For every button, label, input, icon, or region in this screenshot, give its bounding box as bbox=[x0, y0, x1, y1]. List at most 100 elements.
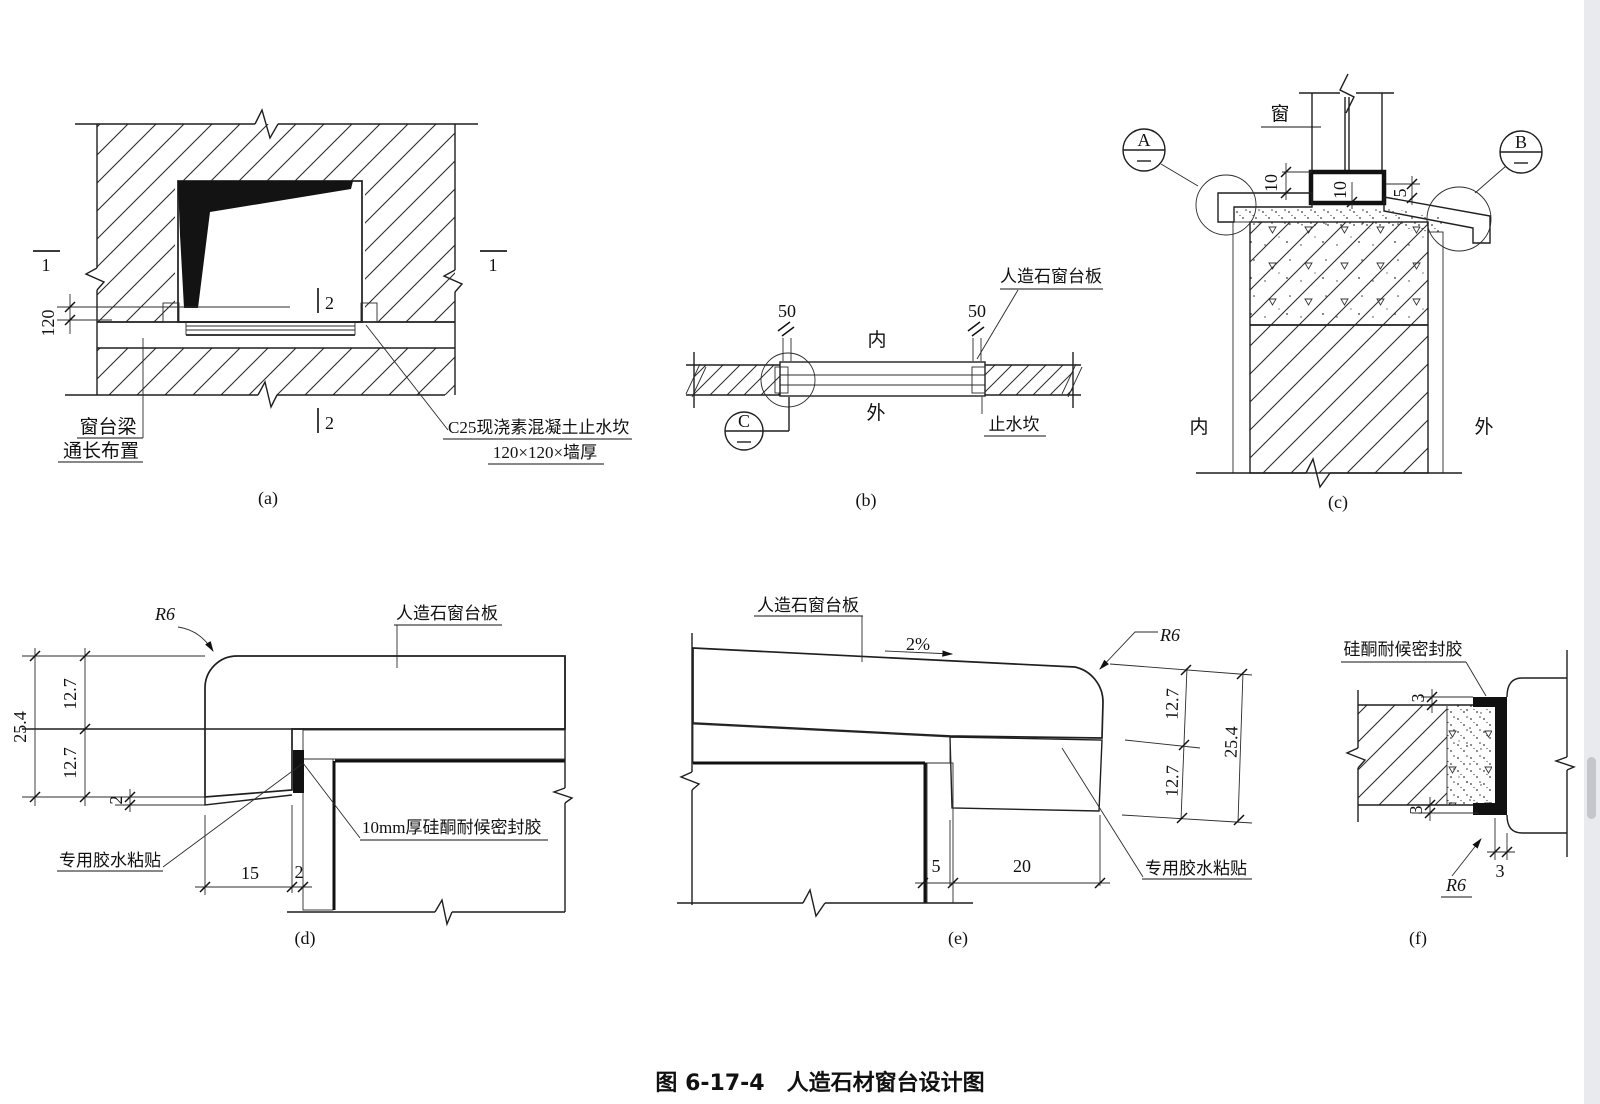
scrollbar-thumb[interactable] bbox=[1587, 757, 1596, 819]
e-dim-12-7-lower: 12.7 bbox=[1161, 765, 1182, 797]
c-window-label: 窗 bbox=[1261, 103, 1321, 128]
d-dim-2-bottom: 2 bbox=[295, 862, 304, 882]
figure-b-plan-section: C 50 50 内 外 止水坎 人造石窗台板 (b) bbox=[685, 267, 1103, 511]
e-slope-label: 2% bbox=[906, 634, 930, 654]
b-detail-ref-letter: C bbox=[738, 411, 750, 431]
d-dim-25-4: 25.4 bbox=[10, 711, 30, 743]
e-right-dims: 12.7 12.7 25.4 bbox=[1109, 663, 1253, 826]
f-dim-3-top: 3 bbox=[1408, 689, 1473, 713]
c-dim-10-left: 10 bbox=[1261, 163, 1312, 200]
e-board-label: 人造石窗台板 bbox=[754, 596, 863, 662]
e-glue-label: 专用胶水粘贴 bbox=[1061, 747, 1252, 880]
d-glue-label: 专用胶水粘贴 bbox=[57, 763, 303, 872]
a-beam-label-line1: 窗台梁 bbox=[79, 416, 136, 438]
f-dim-3-top-text: 3 bbox=[1408, 694, 1428, 703]
b-dim-50-left: 50 bbox=[777, 301, 796, 361]
b-detail-circle bbox=[760, 352, 816, 408]
e-caption: (e) bbox=[948, 928, 968, 949]
b-board-label-text: 人造石窗台板 bbox=[1000, 267, 1102, 286]
e-board-label-text: 人造石窗台板 bbox=[757, 596, 859, 615]
f-radius-label-text: R6 bbox=[1445, 875, 1466, 895]
d-board-label-text: 人造石窗台板 bbox=[396, 604, 498, 623]
f-dim-3-bottom-left: 3 bbox=[1406, 797, 1478, 821]
f-dim-3-bottom: 3 bbox=[1487, 818, 1515, 881]
b-dim-50-left-text: 50 bbox=[778, 301, 796, 321]
b-outside-label: 外 bbox=[866, 402, 885, 424]
a-section-marks: 1 1 2 2 bbox=[33, 250, 507, 433]
f-sealant-label: 硅酮耐候密封胶 bbox=[1341, 640, 1487, 697]
e-wall-and-mortar bbox=[677, 633, 973, 918]
figure-c-sill-vertical-section: 窗 A B bbox=[1122, 73, 1543, 513]
c-inside-label: 内 bbox=[1189, 416, 1208, 438]
d-dim-15: 15 bbox=[241, 863, 259, 883]
a-dim-120-assembly: 120 bbox=[38, 294, 290, 337]
figure-a-window-opening-section: 120 1 1 2 2 窗台梁 通长布置 C25现浇素混凝土止水坎 120×12… bbox=[33, 108, 632, 509]
c-dim-5-text: 5 bbox=[1390, 189, 1410, 198]
e-dim-5: 5 bbox=[932, 856, 941, 876]
c-outside-label: 外 bbox=[1474, 416, 1493, 438]
c-dim-10-mid: 10 bbox=[1330, 181, 1358, 209]
a-section-2-bottom: 2 bbox=[325, 413, 334, 433]
a-curb-label-line1: C25现浇素混凝土止水坎 bbox=[448, 418, 629, 437]
c-dim-5: 5 bbox=[1386, 176, 1420, 205]
b-curb-label: 止水坎 bbox=[981, 397, 1046, 437]
a-wall-hatch bbox=[97, 124, 455, 395]
a-section-2-top: 2 bbox=[325, 293, 334, 313]
figure-title: 图 6-17-4 人造石材窗台设计图 bbox=[655, 1070, 984, 1096]
scrollbar-track[interactable] bbox=[1584, 0, 1600, 1104]
c-detail-circle-a bbox=[1195, 174, 1257, 236]
c-dim-10-left-text: 10 bbox=[1261, 174, 1281, 192]
d-sealant-label-text: 10mm厚硅酮耐候密封胶 bbox=[362, 818, 541, 837]
e-dim-12-7-upper: 12.7 bbox=[1161, 688, 1182, 720]
d-dim-12-7-upper: 12.7 bbox=[60, 678, 80, 710]
f-wall bbox=[1345, 690, 1492, 822]
b-board-label: 人造石窗台板 bbox=[976, 267, 1103, 360]
a-beam-label: 窗台梁 通长布置 bbox=[58, 338, 144, 463]
b-inside-label: 内 bbox=[867, 329, 886, 351]
b-walls bbox=[685, 352, 1083, 408]
c-wall bbox=[1196, 221, 1462, 489]
c-window-frame bbox=[1299, 73, 1394, 206]
a-dim-120: 120 bbox=[38, 310, 58, 337]
b-caption: (b) bbox=[856, 490, 877, 511]
a-curb-label-line2: 120×120×墙厚 bbox=[493, 443, 597, 462]
d-left-dims: 25.4 12.7 12.7 2 bbox=[10, 648, 205, 812]
a-sill-board-edge bbox=[185, 322, 356, 336]
f-dim-3-bottom-left-text: 3 bbox=[1406, 806, 1426, 815]
a-caption: (a) bbox=[258, 488, 278, 509]
b-dim-50-right: 50 bbox=[967, 301, 986, 361]
f-sealant-label-text: 硅酮耐候密封胶 bbox=[1344, 640, 1463, 659]
d-bottom-dims: 15 2 bbox=[195, 805, 312, 895]
a-curb-label: C25现浇素混凝土止水坎 120×120×墙厚 bbox=[365, 324, 632, 465]
c-detail-ref-a-letter: A bbox=[1138, 130, 1151, 150]
f-sealant-bracket bbox=[1473, 697, 1507, 815]
a-waterstop-blocks bbox=[162, 302, 378, 323]
e-slope-arrow: 2% bbox=[884, 634, 954, 657]
c-detail-ref-b-letter: B bbox=[1515, 132, 1527, 152]
b-dim-50-right-text: 50 bbox=[968, 301, 986, 321]
e-radius-label: R6 bbox=[1099, 625, 1180, 670]
d-radius-label: R6 bbox=[154, 604, 214, 652]
f-radius-label: R6 bbox=[1441, 838, 1482, 898]
b-sill-board-plan bbox=[774, 361, 986, 397]
d-dim-2-left: 2 bbox=[106, 796, 126, 805]
c-detail-ref-bubble-a: A bbox=[1122, 128, 1199, 187]
d-board-label: 人造石窗台板 bbox=[394, 604, 502, 668]
e-radius-label-text: R6 bbox=[1159, 625, 1180, 645]
f-board-wrap bbox=[1506, 650, 1576, 857]
d-caption: (d) bbox=[295, 928, 316, 949]
b-detail-ref-bubble-c: C bbox=[724, 397, 790, 451]
c-dim-10-mid-text: 10 bbox=[1330, 181, 1350, 199]
d-glue-label-text: 专用胶水粘贴 bbox=[59, 851, 161, 870]
c-detail-ref-bubble-b: B bbox=[1474, 130, 1543, 194]
f-caption: (f) bbox=[1409, 928, 1427, 949]
figure-e-exterior-edge-detail: 2% 人造石窗台板 R6 12.7 12.7 25.4 5 20 bbox=[677, 596, 1253, 949]
figure-d-interior-edge-detail: 25.4 12.7 12.7 2 R6 人造石窗台板 10mm厚硅酮耐候密封胶 … bbox=[10, 604, 574, 949]
d-sealant-label: 10mm厚硅酮耐候密封胶 bbox=[302, 762, 548, 841]
b-curb-label-text: 止水坎 bbox=[989, 415, 1040, 434]
d-sealant-block bbox=[293, 750, 304, 793]
a-section-1-left: 1 bbox=[42, 255, 51, 275]
c-caption: (c) bbox=[1328, 492, 1348, 513]
